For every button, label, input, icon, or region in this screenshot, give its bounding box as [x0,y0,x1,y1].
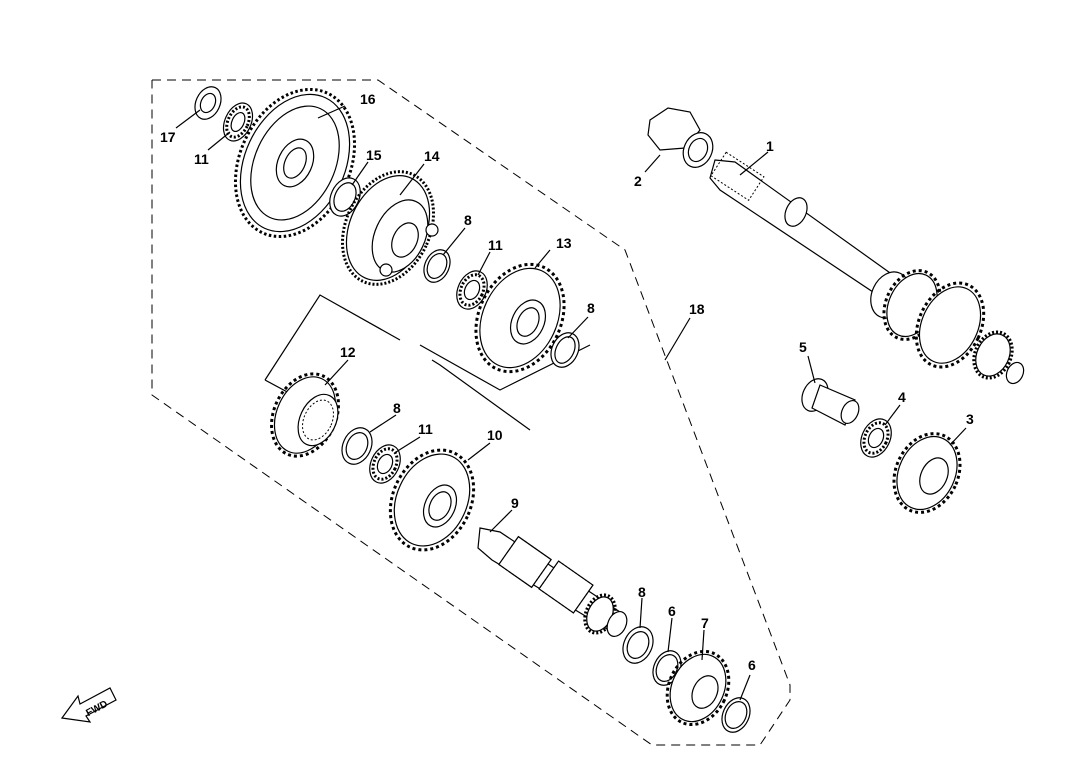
gear-12 [270,372,340,458]
callout-10: 10 [487,427,503,443]
needle-bearing-4 [860,418,892,458]
shaft-9 [477,527,628,637]
ring-8d [622,626,654,664]
callout-3: 3 [966,411,974,427]
callout-8a: 8 [464,212,472,228]
circlip-6b [721,697,751,733]
callout-11a: 11 [194,151,209,167]
needle-bearing-11-top [222,102,254,142]
callout-8d: 8 [638,584,646,600]
gear-3 [892,432,962,514]
callout-8b: 8 [587,300,595,316]
callout-7: 7 [701,615,709,631]
callout-9: 9 [511,495,519,511]
subassembly-box [264,294,401,381]
callout-8c: 8 [393,400,401,416]
washer-17 [194,86,222,120]
fwd-arrow-icon: FWD [60,687,117,723]
needle-bearing-11-mid [456,270,488,310]
callout-17: 17 [160,129,176,145]
ring-8b [550,332,580,368]
callout-4: 4 [898,389,906,405]
callout-2: 2 [634,173,642,189]
circlip-6a [652,650,682,686]
leader-lines [175,105,967,701]
callout-18: 18 [689,301,705,317]
callout-6b: 6 [748,657,756,673]
ring-8c [341,427,373,465]
callout-12: 12 [340,344,356,360]
callout-15: 15 [366,147,382,163]
group-boundary [151,79,791,746]
nut-2 [647,107,714,168]
gear-14 [340,170,439,286]
subassembly-box-4 [431,359,531,431]
callout-14: 14 [424,148,440,164]
shaft-1 [709,151,1025,385]
gear-7 [665,649,731,727]
callout-11b: 11 [488,237,503,253]
needle-bearing-11-low [369,444,401,484]
callout-13: 13 [556,235,572,251]
gear-13 [474,262,566,374]
callout-11c: 11 [418,421,433,437]
sleeve-5 [801,378,860,426]
callout-16: 16 [360,91,376,107]
ring-8a [423,249,451,283]
callout-5: 5 [799,339,807,355]
callout-1: 1 [766,138,774,154]
gear-10 [388,448,476,552]
callout-6a: 6 [668,603,676,619]
